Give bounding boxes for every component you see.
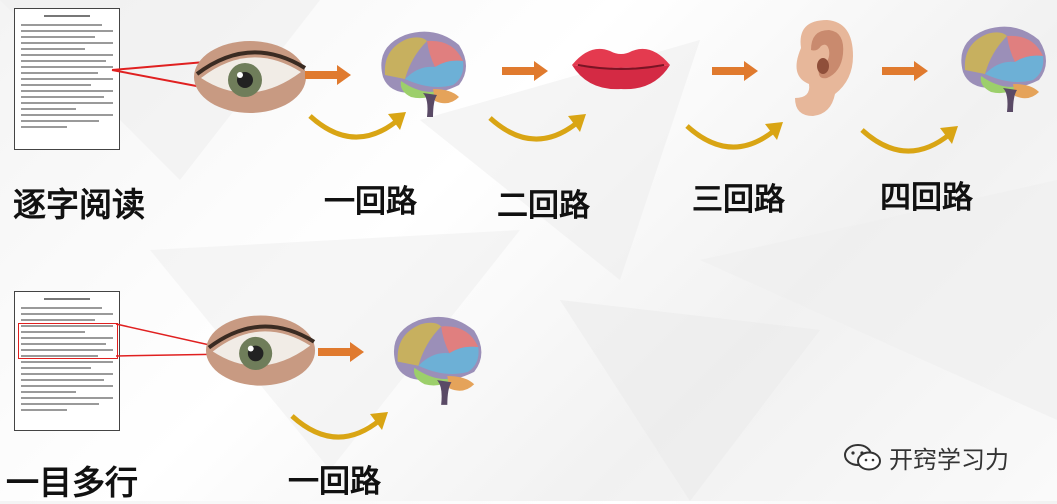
wechat-icon xyxy=(844,443,881,470)
arrow-right-icon xyxy=(712,61,758,81)
highlight-box xyxy=(18,323,118,359)
curved-arrow-icon xyxy=(290,412,388,440)
eye-icon xyxy=(205,315,316,386)
brain-icon xyxy=(393,316,482,405)
step-label: 一回路 xyxy=(288,464,381,500)
curved-arrow-icon xyxy=(685,122,783,150)
step-label: 二回路 xyxy=(497,188,590,224)
ear-icon xyxy=(795,20,853,116)
curved-arrow-icon xyxy=(860,126,958,154)
method-label: 逐字阅读 xyxy=(13,185,145,224)
brain-icon xyxy=(381,31,466,117)
method-label: 一目多行 xyxy=(6,463,138,502)
lips-icon xyxy=(572,48,670,90)
curved-arrow-icon xyxy=(488,114,586,142)
eye-icon xyxy=(194,41,307,113)
arrow-right-icon xyxy=(305,65,351,85)
curved-arrow-icon xyxy=(308,112,406,140)
step-label: 四回路 xyxy=(880,180,973,216)
document-page xyxy=(14,8,120,150)
watermark-text: 开窍学习力 xyxy=(889,446,1009,474)
arrow-right-icon xyxy=(882,61,928,81)
arrow-right-icon xyxy=(502,61,548,81)
arrow-right-icon xyxy=(318,342,364,362)
watermark: 开窍学习力 xyxy=(843,440,1009,475)
step-label: 一回路 xyxy=(324,184,417,220)
step-label: 三回路 xyxy=(692,182,785,218)
brain-icon xyxy=(961,26,1046,112)
document-page xyxy=(14,291,120,431)
